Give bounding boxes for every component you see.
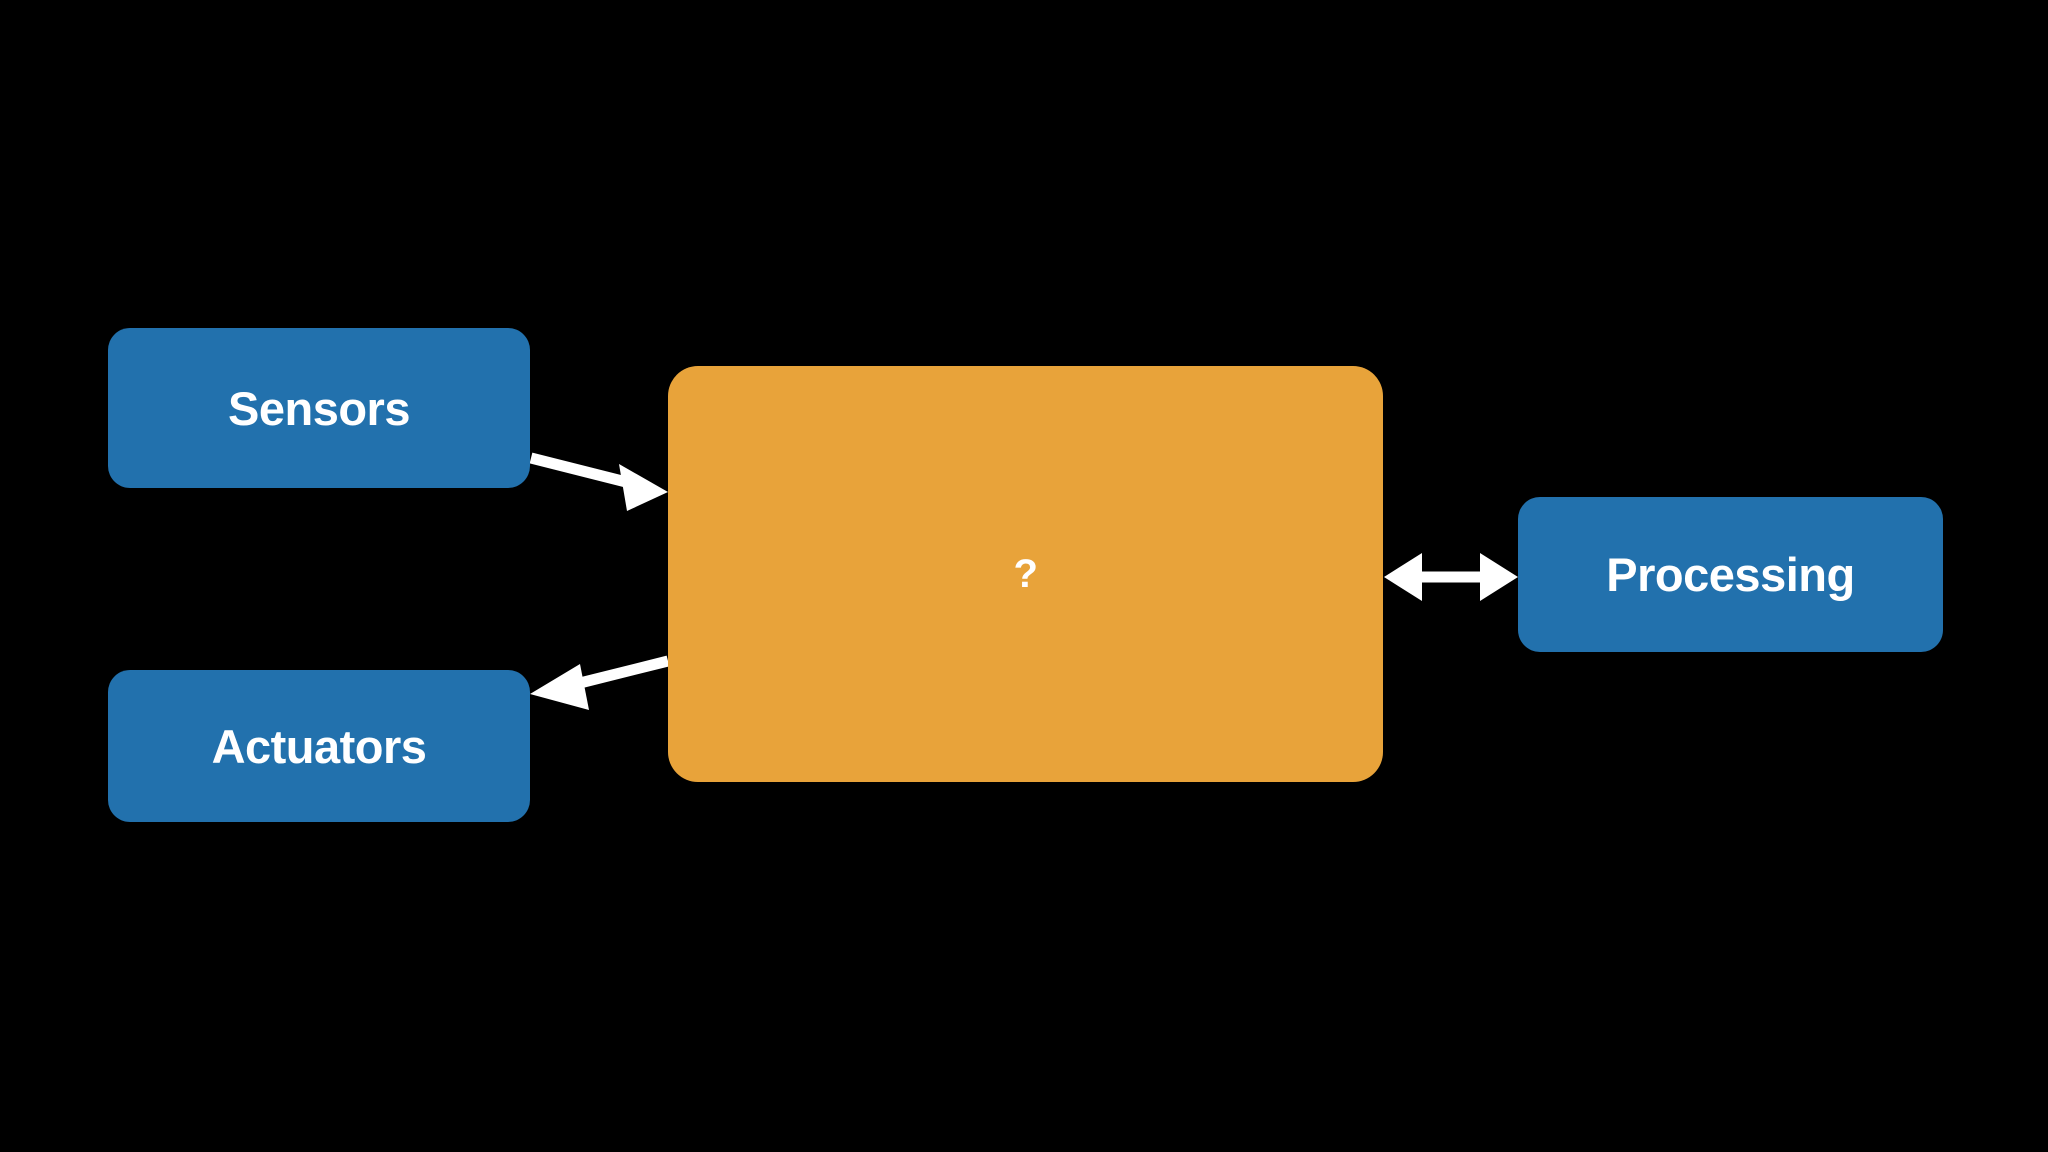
edge-unknown-processing-bidirectional [1384, 553, 1518, 601]
node-actuators-label: Actuators [211, 719, 427, 773]
edge-sensors-to-unknown [529, 452, 668, 511]
node-sensors-label: Sensors [228, 381, 410, 435]
node-unknown-component[interactable]: ? [668, 366, 1383, 782]
node-actuators[interactable]: Actuators [108, 670, 530, 822]
edge-unknown-to-actuators [530, 655, 670, 710]
node-unknown-label: ? [1013, 552, 1038, 596]
node-processing[interactable]: Processing [1518, 497, 1943, 652]
node-sensors[interactable]: Sensors [108, 328, 530, 488]
node-processing-label: Processing [1606, 548, 1855, 601]
